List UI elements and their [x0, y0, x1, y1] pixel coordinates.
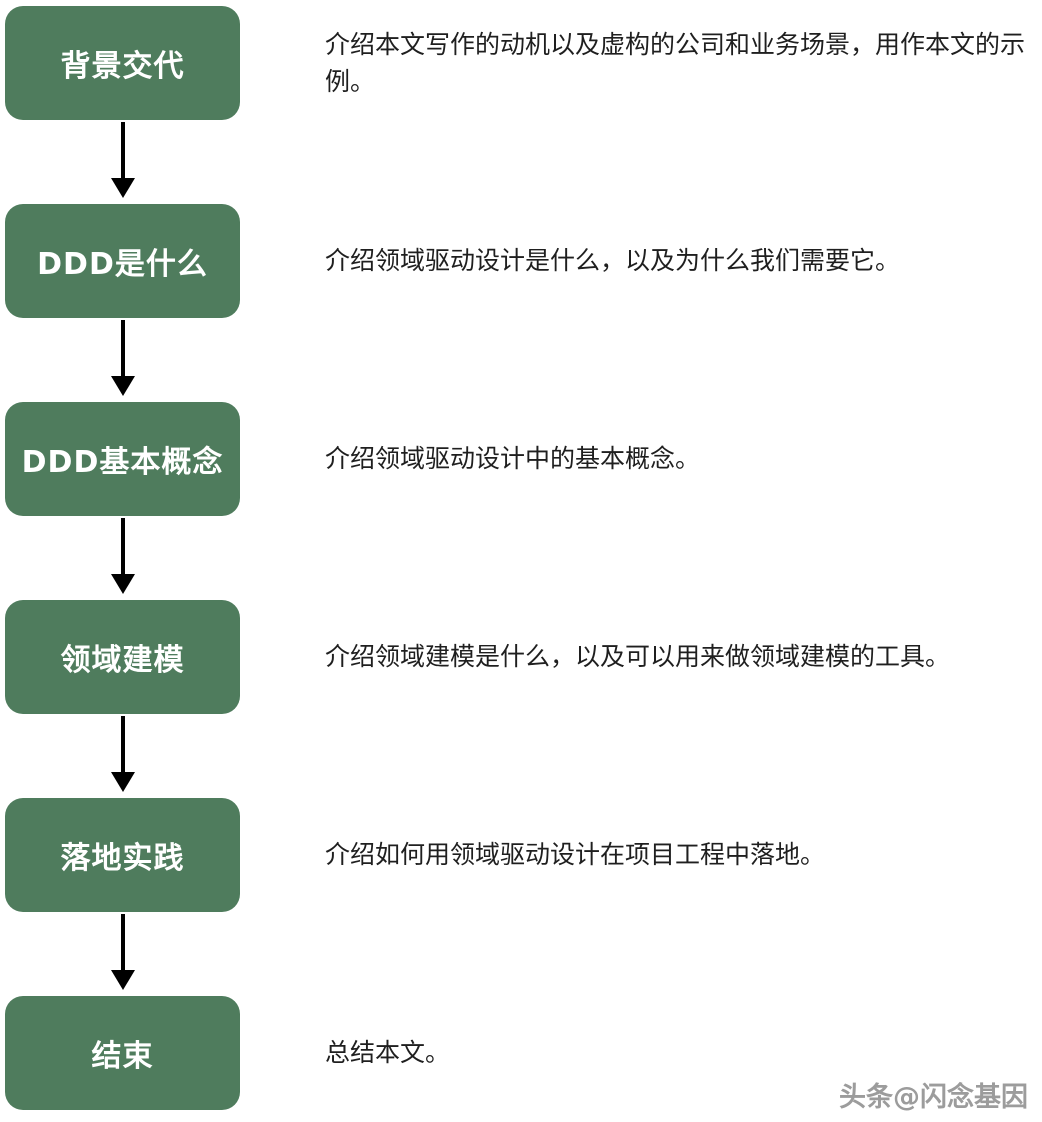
flow-connector-row	[0, 518, 1042, 598]
flow-connector-row	[0, 914, 1042, 994]
node-description: 介绍领域驱动设计中的基本概念。	[325, 444, 701, 474]
node-description: 介绍领域驱动设计是什么，以及为什么我们需要它。	[325, 246, 901, 276]
flow-node-background: 背景交代	[5, 6, 240, 120]
node-label: 领域建模	[60, 643, 185, 678]
node-label: 落地实践	[60, 841, 185, 876]
node-label: 背景交代	[60, 49, 185, 84]
flow-step-row: 领域建模 介绍领域建模是什么，以及可以用来做领域建模的工具。	[0, 598, 1042, 716]
node-description: 总结本文。	[325, 1038, 451, 1068]
flow-connector-row	[0, 122, 1042, 202]
down-arrow-icon	[0, 914, 245, 994]
node-description: 介绍领域建模是什么，以及可以用来做领域建模的工具。	[325, 642, 951, 672]
node-description: 介绍本文写作的动机以及虚构的公司和业务场景，用作本文的示例。	[325, 29, 1026, 97]
flow-connector-row	[0, 716, 1042, 796]
flow-node-what-is-ddd: DDD是什么	[5, 204, 240, 318]
flow-node-end: 结束	[5, 996, 240, 1110]
flow-connector-row	[0, 320, 1042, 400]
flow-step-row: 落地实践 介绍如何用领域驱动设计在项目工程中落地。	[0, 796, 1042, 914]
down-arrow-icon	[0, 320, 245, 400]
watermark: 头条@闪念基因	[839, 1082, 1028, 1113]
flow-step-row: DDD是什么 介绍领域驱动设计是什么，以及为什么我们需要它。	[0, 202, 1042, 320]
flow-step-row: 背景交代 介绍本文写作的动机以及虚构的公司和业务场景，用作本文的示例。	[0, 4, 1042, 122]
flow-step-row: 结束 总结本文。	[0, 994, 1042, 1112]
flow-step-row: DDD基本概念 介绍领域驱动设计中的基本概念。	[0, 400, 1042, 518]
flow-node-practice: 落地实践	[5, 798, 240, 912]
down-arrow-icon	[0, 518, 245, 598]
flow-node-domain-modeling: 领域建模	[5, 600, 240, 714]
node-label: DDD基本概念	[21, 445, 224, 480]
down-arrow-icon	[0, 122, 245, 202]
node-description: 介绍如何用领域驱动设计在项目工程中落地。	[325, 840, 826, 870]
node-label: 结束	[91, 1039, 154, 1074]
node-label: DDD是什么	[37, 247, 208, 282]
flow-node-ddd-concepts: DDD基本概念	[5, 402, 240, 516]
down-arrow-icon	[0, 716, 245, 796]
